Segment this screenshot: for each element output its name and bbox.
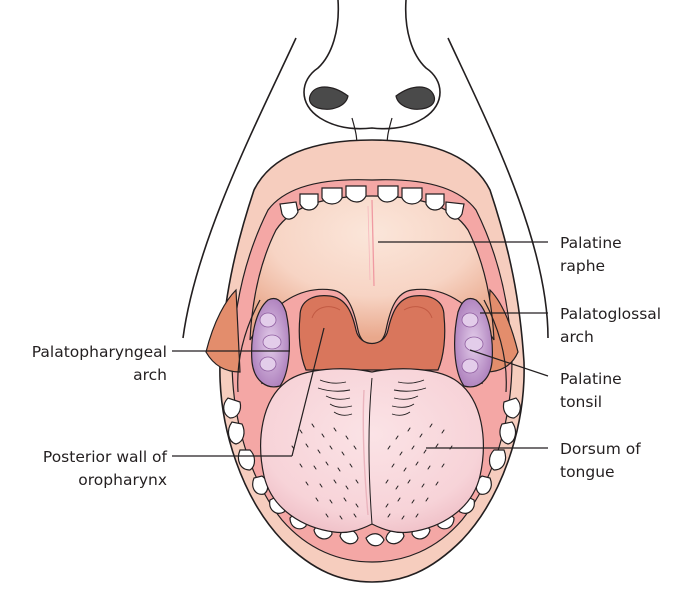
label-palatine-raphe: Palatine raphe <box>560 232 622 278</box>
label-dorsum-of-tongue: Dorsum of tongue <box>560 438 641 484</box>
label-palatopharyngeal-arch-line1: Palatopharyngeal <box>32 341 167 364</box>
label-palatoglossal-arch-line1: Palatoglossal <box>560 303 661 326</box>
label-palatine-raphe-line1: Palatine <box>560 232 622 255</box>
label-palatine-tonsil-line1: Palatine <box>560 368 622 391</box>
label-palatopharyngeal-arch-line2: arch <box>32 364 167 387</box>
label-palatine-tonsil: Palatine tonsil <box>560 368 622 414</box>
tongue <box>261 369 484 533</box>
label-posterior-wall-line1: Posterior wall of <box>43 446 167 469</box>
label-palatopharyngeal-arch: Palatopharyngeal arch <box>32 341 167 387</box>
nose <box>304 0 440 150</box>
label-palatine-tonsil-line2: tonsil <box>560 391 622 414</box>
label-dorsum-of-tongue-line1: Dorsum of <box>560 438 641 461</box>
left-cheek-shadow <box>206 290 240 372</box>
label-posterior-wall-of-oropharynx: Posterior wall of oropharynx <box>43 446 167 492</box>
label-palatoglossal-arch: Palatoglossal arch <box>560 303 661 349</box>
label-palatine-raphe-line2: raphe <box>560 255 622 278</box>
label-posterior-wall-line2: oropharynx <box>43 469 167 492</box>
label-palatoglossal-arch-line2: arch <box>560 326 661 349</box>
label-dorsum-of-tongue-line2: tongue <box>560 461 641 484</box>
